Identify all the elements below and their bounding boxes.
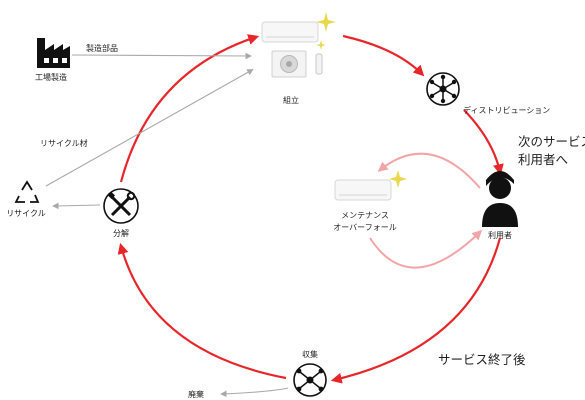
arrow-distribution-to-user [463, 109, 504, 176]
collection-label: 収集 [302, 349, 318, 359]
sparkle-icon [389, 170, 407, 188]
arrow-user-to-collection [330, 237, 502, 384]
arrow-maintenance-to-user [369, 229, 483, 269]
maintenance-unit [334, 179, 392, 201]
user-label: 利用者 [488, 230, 512, 240]
recycled-material-label: リサイクル材 [40, 138, 88, 148]
maintenance-label-line2: オーバーフォール [333, 223, 396, 232]
arrow-disassembly-to-recycle [52, 202, 101, 210]
arrow-recycled-material-to-assembly [45, 69, 254, 187]
factory-label: 工場製造 [35, 72, 67, 82]
arrow-user-to-maintenance [377, 152, 481, 189]
recycle-icon [14, 180, 40, 203]
maintenance-label-line1: メンテナンス [341, 211, 389, 220]
arrow-collection-to-disassembly [117, 242, 287, 380]
factory-icon [37, 38, 70, 68]
disassembly-label: 分解 [113, 228, 129, 238]
next-user-annotation-line2: 利用者へ [518, 152, 568, 167]
air-conditioner-icon [261, 21, 323, 78]
user-icon [482, 171, 518, 227]
hub-network-icon [293, 363, 327, 397]
arrow-collection-to-disposal [220, 387, 289, 398]
next-user-annotation-line1: 次のサービス [518, 134, 585, 149]
arrow-assembly-to-distribution [342, 34, 425, 77]
parts-label: 製造部品 [86, 43, 118, 53]
arrow-disassembly-to-assembly [119, 34, 260, 183]
disposal-label: 廃棄 [188, 389, 204, 399]
distribution-label: ディストリビューション [463, 105, 550, 115]
assembly-label: 組立 [283, 95, 299, 105]
tools-icon [103, 188, 139, 224]
arrow-parts-to-assembly [71, 52, 252, 60]
recycle-label: リサイクル [6, 209, 46, 218]
hub-network-icon [426, 72, 460, 106]
sparkle-icon [316, 12, 336, 50]
end-of-service-annotation: サービス終了後 [438, 352, 526, 367]
